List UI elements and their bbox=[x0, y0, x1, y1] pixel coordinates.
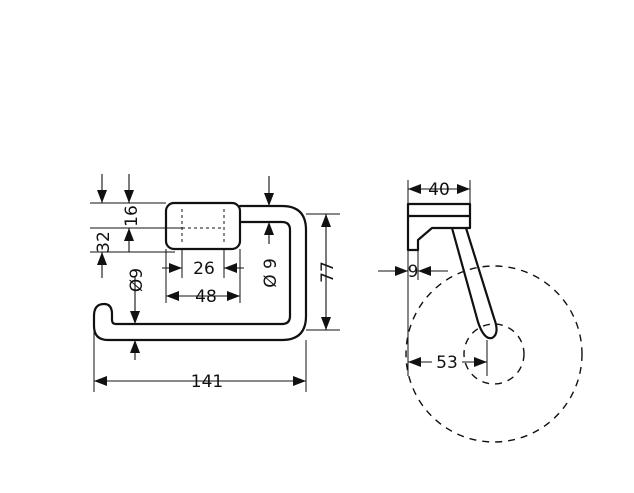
dim-141: 141 bbox=[191, 372, 223, 392]
side-mount bbox=[406, 202, 472, 252]
dim-diameter-9-right: Ø 9 bbox=[261, 258, 281, 288]
holder-arm-outer bbox=[92, 204, 308, 342]
dim-53: 53 bbox=[436, 353, 458, 373]
dim-9-side: 9 bbox=[408, 262, 419, 282]
side-view: 40 9 53 bbox=[378, 180, 583, 443]
side-arm bbox=[450, 226, 498, 340]
dim-diameter-9-left: Ø9 bbox=[127, 268, 147, 292]
roll-core-outline bbox=[463, 323, 525, 385]
dim-77: 77 bbox=[318, 261, 338, 283]
dim-40: 40 bbox=[428, 180, 450, 200]
paper-roll-outline bbox=[405, 265, 583, 443]
dim-48: 48 bbox=[195, 287, 217, 307]
front-view: 32 16 Ø9 26 48 Ø 9 77 bbox=[90, 174, 340, 392]
dim-26: 26 bbox=[193, 259, 215, 279]
dim-32: 32 bbox=[94, 231, 114, 253]
mount-plate bbox=[164, 201, 242, 251]
dim-16: 16 bbox=[122, 205, 142, 227]
